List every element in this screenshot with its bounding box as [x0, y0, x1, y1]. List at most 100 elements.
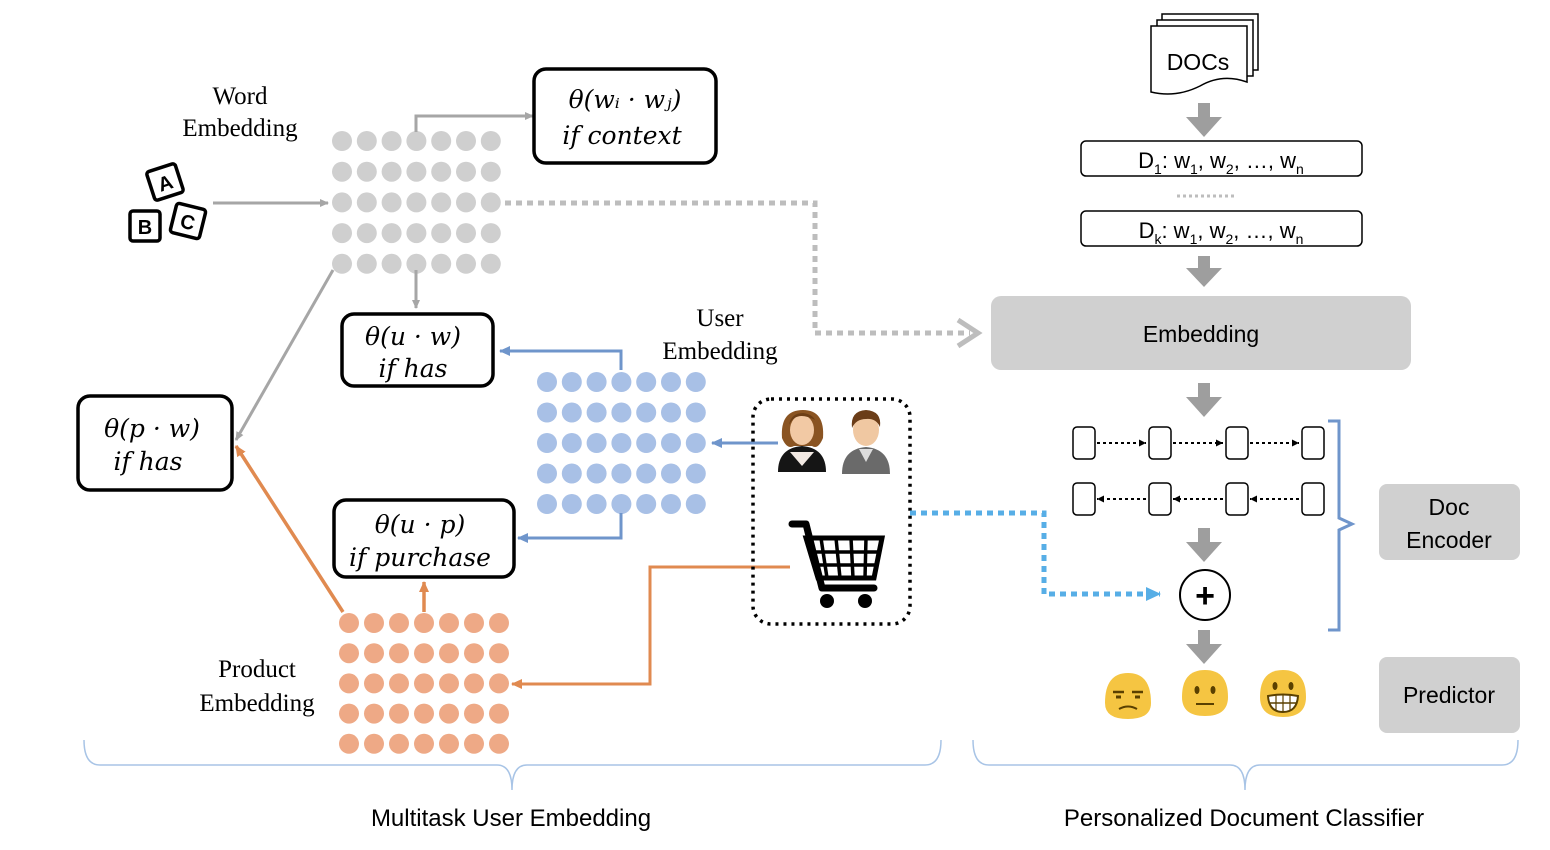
word-to-product-word-arrow [234, 269, 335, 441]
encoder-cells [1072, 426, 1325, 516]
product-embedding-dot [414, 673, 434, 694]
context-formula-box: θ(wᵢ · wⱼ) if context [532, 67, 718, 165]
user-word-formula-box: θ(u · w) if has [340, 312, 495, 388]
word-embedding-dot [332, 131, 352, 151]
product-embedding-grid [339, 613, 509, 754]
down-arrow-2 [1186, 256, 1222, 287]
product-embedding-dot [339, 733, 359, 754]
encoder-cell [1301, 482, 1325, 516]
user-embedding-dot [586, 494, 607, 514]
word-embedding-dot [456, 253, 476, 274]
product-embedding-dot [389, 673, 409, 694]
product-embedding-dot [489, 733, 509, 754]
product-embedding-dot [489, 613, 509, 633]
user-to-user-word-arrow [499, 346, 623, 370]
product-embedding-label-2: Embedding [199, 690, 315, 717]
user-embedding-dot [685, 463, 706, 484]
product-embedding-dot [339, 643, 359, 664]
user-embedding-dot [661, 494, 681, 514]
product-to-product-word-arrow [234, 445, 345, 613]
doc-row-1-text: D1: w1, w2, …, wn [1138, 148, 1304, 177]
user-embedding-dot [537, 494, 557, 514]
word-embedding-dot [356, 223, 377, 244]
word-embedding-dot [480, 192, 501, 213]
user-to-user-product-arrow [517, 513, 623, 543]
user-product-formula-box: θ(u · p) if purchase [332, 498, 516, 579]
word-embedding-dot [480, 253, 501, 274]
down-arrow-4 [1186, 528, 1222, 562]
product-embedding-dot [339, 673, 359, 694]
product-embedding-dot [364, 703, 384, 724]
doc-row-k-text: Dk: w1, w2, …, wn [1139, 218, 1304, 247]
product-embedding-dot [414, 643, 434, 664]
abc-blocks-icon: A B C [128, 162, 208, 243]
word-embedding-dot [332, 223, 352, 244]
user-embedding-dot [661, 402, 681, 423]
flow-arrows [1186, 103, 1222, 664]
block-c-letter: C [178, 211, 197, 236]
product-embedding-dot [364, 733, 384, 754]
block-b-letter: B [138, 217, 152, 239]
word-embedding-label-2: Embedding [182, 115, 298, 142]
word-embedding-dot [381, 223, 402, 244]
product-embedding-dot [489, 703, 509, 724]
block-a-letter: A [155, 171, 176, 196]
encoder-cell [1072, 482, 1096, 516]
context-condition: if context [562, 121, 682, 150]
doc-encoder-label-1: Doc [1429, 494, 1470, 520]
user-to-combine-dotted-connector [910, 510, 1161, 601]
user-embedding-dot [561, 402, 582, 423]
left-section-brace [83, 739, 942, 791]
user-embedding-grid [537, 372, 706, 514]
user-embedding-dot [611, 402, 632, 423]
user-embedding-dot [537, 372, 557, 392]
user-embedding-dot [636, 372, 657, 392]
cart-to-product-grid-arrow [511, 565, 790, 689]
user-cart-dotted-box [751, 397, 912, 626]
product-embedding-dot [464, 673, 484, 694]
shopping-cart-icon [788, 520, 886, 608]
word-embedding-dot [332, 192, 352, 213]
neutral-face-icon [1182, 670, 1228, 716]
product-word-condition: if has [113, 447, 182, 476]
user-embedding-dot [611, 463, 632, 484]
word-to-embedding-dotted-connector [505, 200, 970, 336]
word-embedding-dot [406, 131, 427, 151]
user-embedding-dot [611, 433, 632, 453]
user-embedding-label-2: Embedding [662, 338, 778, 365]
user-embedding-dot [636, 463, 657, 484]
user-embedding-dot [636, 402, 657, 423]
encoder-cell [1301, 426, 1325, 460]
word-embedding-dot [356, 131, 377, 151]
product-embedding-dot [439, 703, 459, 724]
user-embedding-dot [537, 463, 557, 484]
product-embedding-dot [464, 733, 484, 754]
user-embedding-dot [661, 433, 681, 453]
doc-row-k: Dk: w1, w2, …, wn [1080, 210, 1363, 247]
encoder-cell [1225, 426, 1249, 460]
user-embedding-label-1: User [696, 305, 744, 332]
user-embedding-dot [685, 494, 706, 514]
word-embedding-dot [456, 161, 476, 182]
product-embedding-dot [414, 733, 434, 754]
word-embedding-dot [456, 192, 476, 213]
product-embedding-dot [414, 613, 434, 633]
user-embedding-dot [685, 433, 706, 453]
word-embedding-dot [480, 131, 501, 151]
word-embedding-dot [381, 131, 402, 151]
word-embedding-label-1: Word [213, 83, 268, 110]
user-embedding-dot [537, 433, 557, 453]
word-embedding-dot [381, 253, 402, 274]
down-arrow-5 [1186, 630, 1222, 664]
down-arrow-3 [1186, 383, 1222, 417]
word-embedding-dot [406, 253, 427, 274]
grinning-face-icon [1260, 670, 1306, 717]
doc-encoder-box [1379, 484, 1520, 560]
predictor-label: Predictor [1403, 682, 1495, 708]
product-embedding-dot [439, 613, 459, 633]
word-embedding-dot [332, 253, 352, 274]
product-embedding-dot [389, 733, 409, 754]
product-embedding-dot [389, 613, 409, 633]
user-embedding-dot [586, 372, 607, 392]
